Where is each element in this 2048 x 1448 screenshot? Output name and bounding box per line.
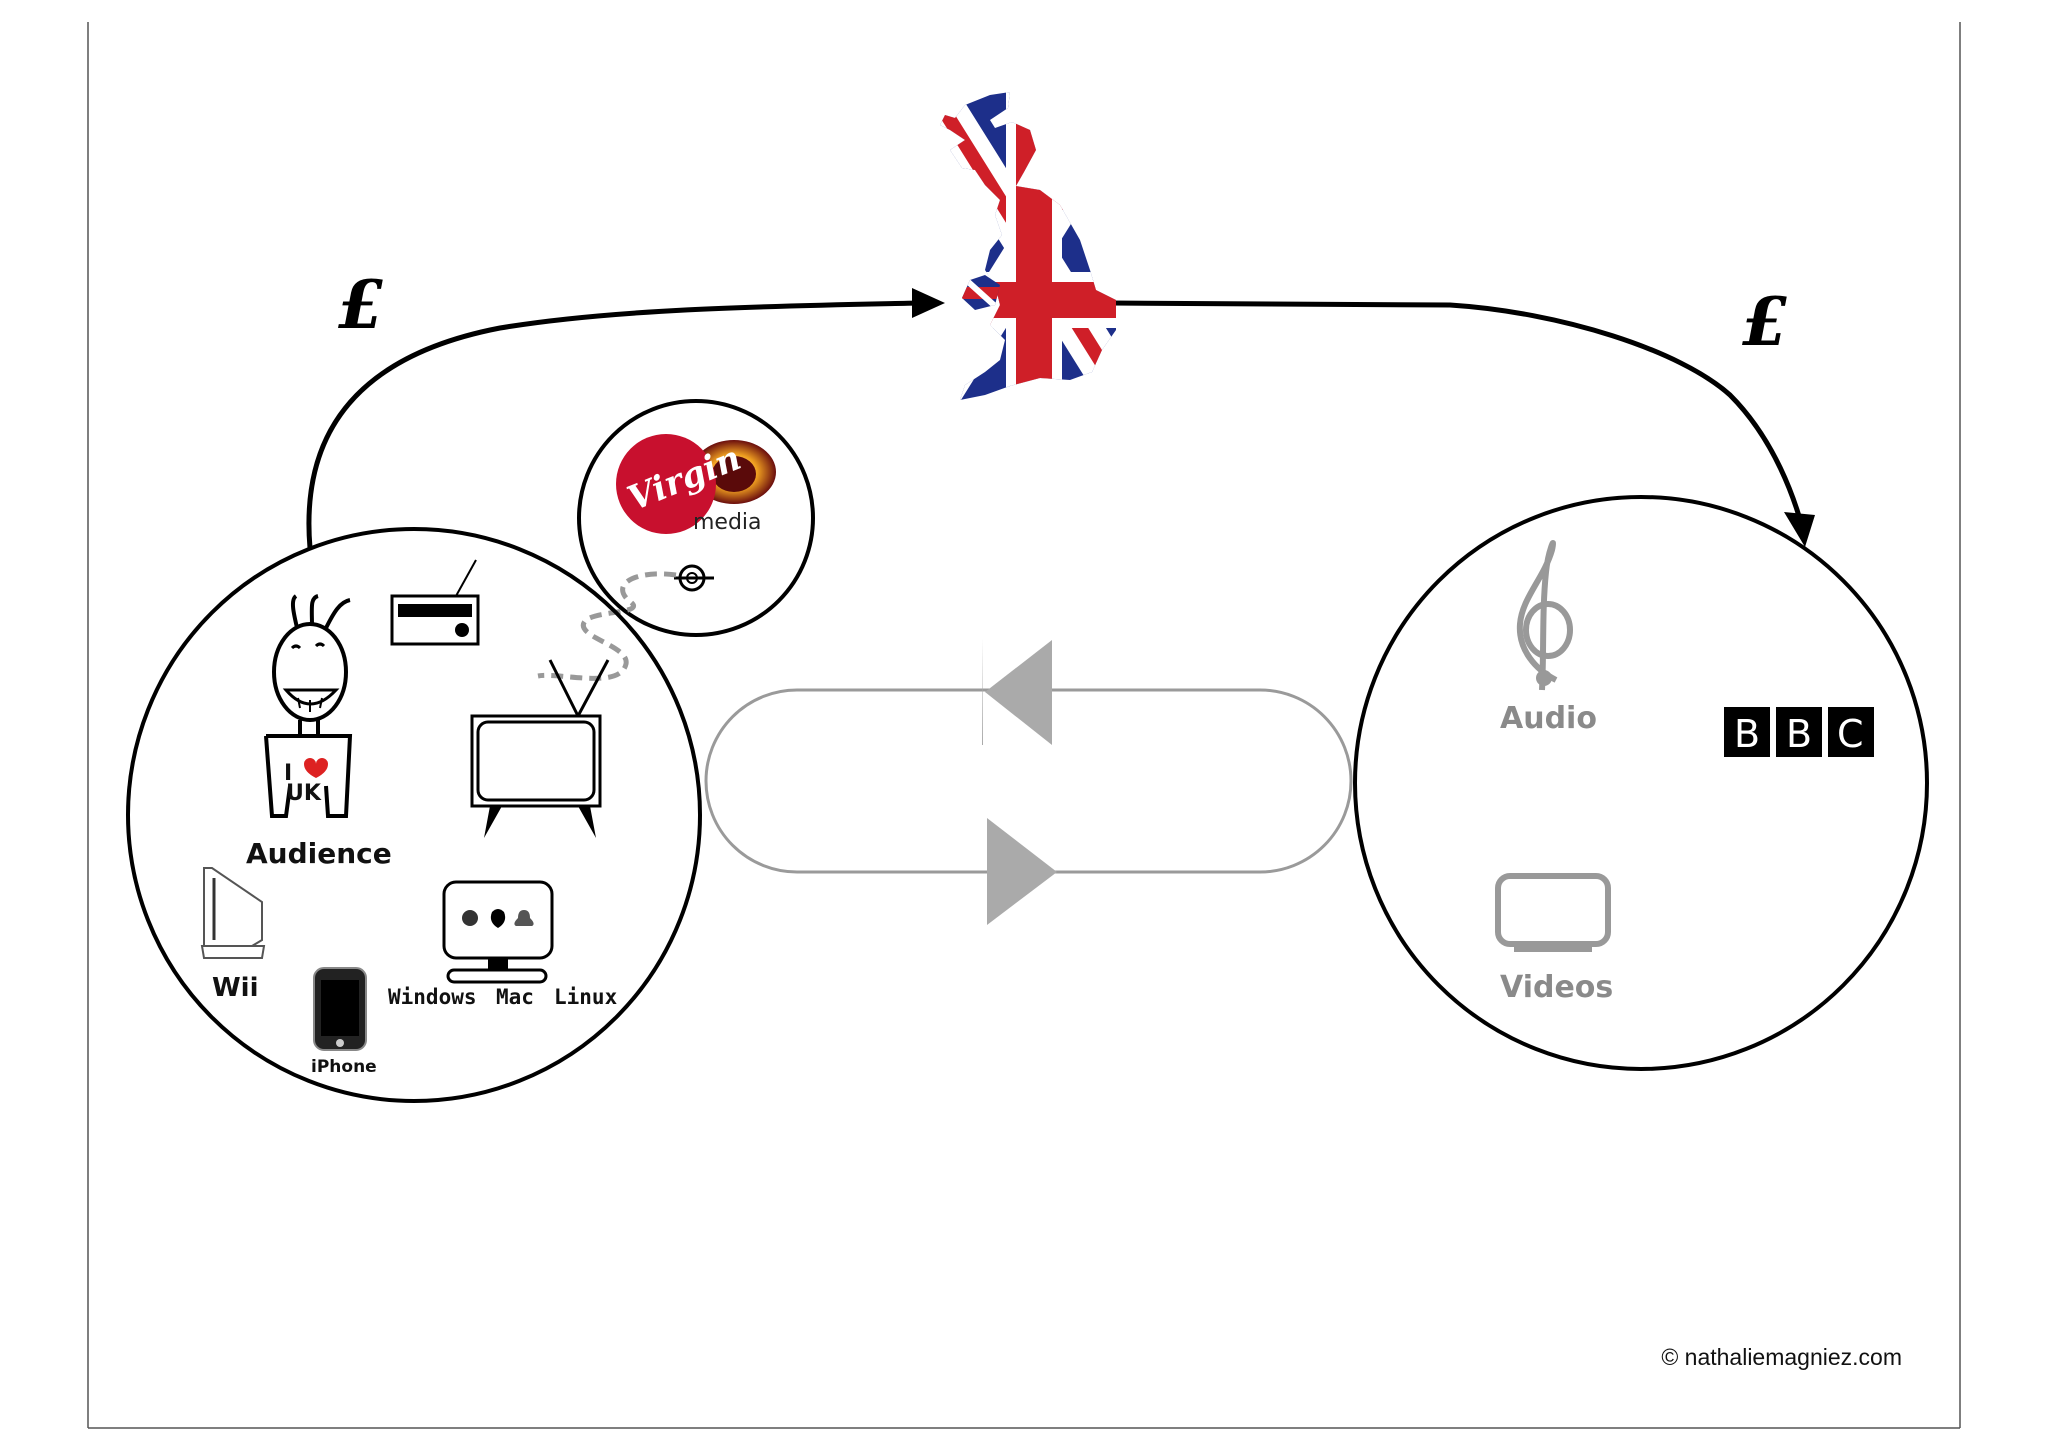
coax-connector-icon <box>674 564 714 592</box>
videos-label: Videos <box>1500 970 1613 1005</box>
audience-label: Audience <box>246 837 392 870</box>
pound-sign-left: £ <box>338 266 384 344</box>
os-label-mac: Mac <box>496 985 534 1009</box>
audio-label: Audio <box>1500 701 1597 736</box>
tv-icon <box>470 659 610 838</box>
bbc-letter-c: C <box>1837 712 1864 756</box>
radio-icon <box>390 559 480 646</box>
os-label-linux: Linux <box>554 985 618 1009</box>
shirt-i-text: I <box>284 761 292 786</box>
shirt-uk-text: UK <box>286 781 322 806</box>
linux-penguin-icon <box>514 910 534 926</box>
heart-icon <box>304 758 328 778</box>
audience-circle <box>126 527 702 1103</box>
payment-arrow-left <box>306 300 921 549</box>
bbc-letter-b2: B <box>1786 712 1812 756</box>
virgin-media-logo: Virgin media <box>616 434 776 535</box>
bbc-letter-b1: B <box>1734 712 1760 756</box>
pound-sign-right: £ <box>1742 283 1788 361</box>
flow-arrow-left <box>985 640 1052 745</box>
exchange-loop <box>704 638 1353 925</box>
windows-icon <box>462 910 478 926</box>
video-screen-icon <box>1495 873 1611 952</box>
payment-arrow-right <box>1109 300 1806 531</box>
wii-label: Wii <box>212 973 259 1003</box>
copyright-text: © nathaliemagniez.com <box>1661 1344 1902 1370</box>
uk-flag-map-icon <box>940 92 1116 400</box>
iphone-icon <box>313 967 367 1051</box>
treble-clef-icon <box>1516 540 1573 691</box>
provider-circle <box>1353 495 1929 1071</box>
virgin-media-label: media <box>693 510 762 535</box>
apple-icon <box>490 909 506 928</box>
cable-dashed-line <box>537 571 677 681</box>
bbc-logo: B B C <box>1724 707 1874 757</box>
wii-console-icon <box>200 867 266 959</box>
flow-arrow-right <box>987 818 1057 925</box>
computer-icon <box>442 880 554 984</box>
stick-person-icon: I UK <box>264 594 353 818</box>
payment-arrowhead-right <box>1784 512 1815 547</box>
os-label-windows: Windows <box>388 985 477 1009</box>
iphone-label: iPhone <box>311 1057 377 1077</box>
payment-arrowhead-left <box>912 288 945 318</box>
